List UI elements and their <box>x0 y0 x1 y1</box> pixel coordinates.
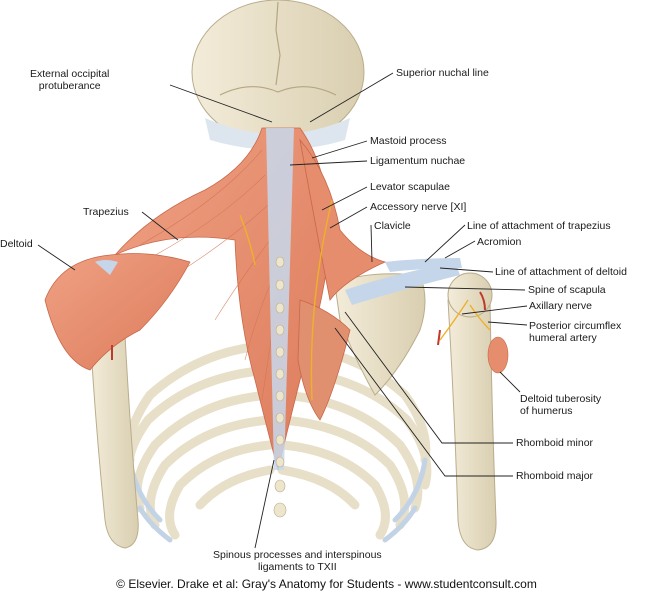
nerves <box>239 199 491 401</box>
trapezius-muscle <box>114 127 387 471</box>
label-rhomboid-minor: Rhomboid minor <box>516 437 594 449</box>
label-spinous-line2: ligaments to TXII <box>258 561 337 573</box>
label-clavicle: Clavicle <box>374 220 411 232</box>
label-levator-scapulae: Levator scapulae <box>370 181 450 193</box>
deltoid-muscle <box>44 253 191 371</box>
skull <box>191 0 365 150</box>
label-acromion: Acromion <box>477 236 522 248</box>
label-deltoid: Deltoid <box>0 238 33 250</box>
label-line-deltoid: Line of attachment of deltoid <box>495 266 627 278</box>
label-spinous-line1: Spinous processes and interspinous <box>213 549 382 561</box>
copyright-credit: © Elsevier. Drake et al: Gray's Anatomy … <box>116 577 537 591</box>
deltoid-tuberosity-muscle <box>487 336 509 374</box>
right-humerus <box>447 272 497 551</box>
spinous-processes <box>273 256 287 518</box>
label-mastoid: Mastoid process <box>370 135 447 147</box>
label-trapezius: Trapezius <box>83 206 129 218</box>
label-rhomboid-major: Rhomboid major <box>516 470 594 482</box>
label-superior-nuchal: Superior nuchal line <box>396 67 489 79</box>
left-humerus <box>89 329 139 549</box>
label-external-occipital: External occipital protuberance <box>30 68 109 92</box>
label-deltoid-tuberosity-line1: Deltoid tuberosity <box>520 393 602 405</box>
scapula <box>334 258 462 396</box>
label-ligamentum-nuchae: Ligamentum nuchae <box>370 155 466 167</box>
label-posterior-circumflex-line1: Posterior circumflex <box>529 320 622 332</box>
label-posterior-circumflex-line2: humeral artery <box>529 332 597 344</box>
leader-lines <box>37 72 528 549</box>
label-axillary-nerve: Axillary nerve <box>529 300 593 312</box>
label-posterior-circumflex: Posterior circumflex humeral artery <box>529 320 621 344</box>
label-spinous: Spinous processes and interspinous ligam… <box>213 549 382 573</box>
arteries <box>111 291 486 360</box>
label-spine-scapula: Spine of scapula <box>528 284 606 296</box>
label-external-occipital-line1: External occipital <box>30 68 110 80</box>
label-line-trapezius: Line of attachment of trapezius <box>467 220 611 232</box>
label-deltoid-tuberosity: Deltoid tuberosity of humerus <box>520 393 601 417</box>
label-external-occipital-line2: protuberance <box>38 80 101 92</box>
label-accessory-nerve: Accessory nerve [XI] <box>370 201 467 213</box>
label-deltoid-tuberosity-line2: of humerus <box>520 405 573 417</box>
